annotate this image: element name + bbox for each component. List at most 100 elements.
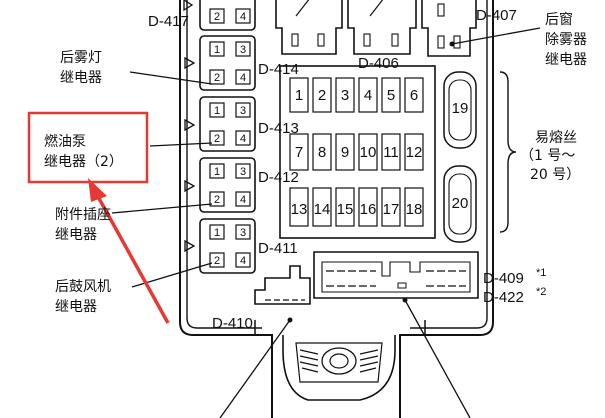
socket-pin <box>363 33 371 47</box>
connector-d410 <box>254 265 311 305</box>
socket-pin <box>437 35 445 49</box>
fuse-block: 1 2 3 4 5 6 7 8 9 10 11 12 <box>279 65 477 243</box>
fuse-row-3: 13 14 15 16 17 18 <box>289 187 424 227</box>
grip-pattern <box>299 349 379 373</box>
code-d411: D-411 <box>258 240 298 257</box>
fuse-box-inner-outline <box>186 0 488 329</box>
fuse-label: 1 <box>295 87 303 104</box>
fuse-label: 20 <box>452 195 469 212</box>
arrow-icon <box>183 0 194 12</box>
socket-pin <box>317 33 325 47</box>
relay-d413: 1 3 2 4 <box>184 96 256 152</box>
relay-pin-label: 3 <box>240 166 246 178</box>
fuse-label: 14 <box>314 201 331 218</box>
rear-defogger-relay-label-2: 除雾器 <box>545 32 587 48</box>
relay-d411: 1 3 2 4 <box>184 218 256 274</box>
relay-pin-label: 3 <box>240 105 246 117</box>
relay-column: 2 4 1 3 2 4 1 3 2 4 <box>183 0 256 274</box>
relay-pin-label: 2 <box>214 133 220 145</box>
fuse-label: 12 <box>406 144 423 161</box>
relay-socket-d406 <box>347 0 417 55</box>
fuse-label: 15 <box>337 201 354 218</box>
fuse-label: 16 <box>360 201 377 218</box>
code-d410: D-410 <box>212 315 253 332</box>
fuel-pump-relay-label-2: 继电器（2） <box>44 154 123 170</box>
footnote-marker-1: *1 <box>536 267 546 279</box>
accessory-socket-relay-label-2: 继电器 <box>55 227 97 243</box>
code-d413: D-413 <box>258 120 299 137</box>
arrow-icon <box>184 239 196 253</box>
relay-pin-label: 3 <box>240 227 246 239</box>
socket-pin <box>453 35 461 49</box>
fuel-pump-relay-label-1: 燃油泵 <box>44 133 86 150</box>
bottom-connectors <box>254 251 479 305</box>
relay-pin-label: 4 <box>240 194 246 206</box>
relay-pin-label: 1 <box>214 166 220 178</box>
relay-pin-label: 1 <box>214 44 220 56</box>
code-d414: D-414 <box>258 61 299 78</box>
connector-codes: D-417 D-414 D-413 D-412 D-411 D-410 D-40… <box>148 7 546 332</box>
highlight-box <box>27 111 149 184</box>
relay-d414: 1 3 2 4 <box>184 35 256 91</box>
relay-pin <box>209 8 225 24</box>
fuse-label: 17 <box>383 201 400 218</box>
relay-pin-label: 3 <box>240 44 246 56</box>
code-d422: D-422 <box>483 289 524 306</box>
bottom-bracket <box>254 320 426 401</box>
relay-pin-label: 4 <box>240 255 246 267</box>
fusible-link-label-1: 易熔丝 <box>535 130 577 146</box>
rear-defogger-relay-label-1: 后窗 <box>545 11 573 28</box>
fuse-box-outline <box>179 0 494 418</box>
relay-pin-label: 2 <box>214 72 220 84</box>
code-d412: D-412 <box>258 169 299 186</box>
socket-pin <box>291 33 299 47</box>
leader-lines <box>111 27 541 418</box>
mounting-hole-icon <box>321 347 357 375</box>
code-d407: D-407 <box>476 7 517 24</box>
relay-pin <box>235 8 251 24</box>
fuse-label: 18 <box>406 201 423 218</box>
relay-pin-label: 4 <box>240 11 246 23</box>
relay-pin-label: 4 <box>240 133 246 145</box>
relay-socket-d414 <box>275 0 343 55</box>
fuse-label: 13 <box>291 201 308 218</box>
fuse-label: 5 <box>387 87 395 104</box>
fusible-link-label-2: （1 号～ <box>520 148 575 164</box>
relay-pin-label: 4 <box>240 72 246 84</box>
fuse-label: 8 <box>318 144 326 161</box>
fuse-label: 11 <box>383 144 399 161</box>
arrow-icon <box>184 179 196 193</box>
footnote-marker-2: *2 <box>536 286 546 298</box>
fuse-label: 19 <box>452 100 469 117</box>
fuse-label: 6 <box>410 87 418 104</box>
socket-pin <box>391 33 399 47</box>
code-d406: D-406 <box>358 55 399 72</box>
rear-fog-relay-label-2: 继电器 <box>60 70 102 86</box>
rear-fog-relay-label-1: 后雾灯 <box>60 50 102 66</box>
socket-pin <box>437 3 445 17</box>
rear-blower-relay-label-1: 后鼓风机 <box>55 279 111 295</box>
highlight-arrow <box>94 192 170 324</box>
code-d409: D-409 <box>483 270 524 287</box>
relay-pin-label: 1 <box>214 227 220 239</box>
fuse-label: 9 <box>341 144 349 161</box>
relay-pin-label: 2 <box>214 11 220 23</box>
fuse-label: 4 <box>364 87 372 104</box>
fuse-label: 2 <box>318 87 326 104</box>
fuse-label: 3 <box>341 87 349 104</box>
fuse-row-1: 1 2 3 4 5 6 <box>289 77 424 113</box>
relay-labels: 后雾灯 继电器 燃油泵 继电器（2） 附件插座 继电器 后鼓风机 继电器 后窗 … <box>44 11 587 315</box>
connector-d409 <box>313 251 479 299</box>
rear-defogger-relay-label-3: 继电器 <box>545 52 587 68</box>
fuse-row-2: 7 8 9 10 11 12 <box>289 133 424 171</box>
fuse-bracket <box>499 71 517 233</box>
fuse-label: 10 <box>360 144 377 161</box>
relay-pin-label: 2 <box>214 255 220 267</box>
relay-d412: 1 3 2 4 <box>184 157 256 213</box>
accessory-socket-relay-label-1: 附件插座 <box>55 207 111 223</box>
relay-pin-label: 2 <box>214 194 220 206</box>
relay-pin-label: 1 <box>214 105 220 117</box>
top-relay-sockets <box>275 0 477 57</box>
